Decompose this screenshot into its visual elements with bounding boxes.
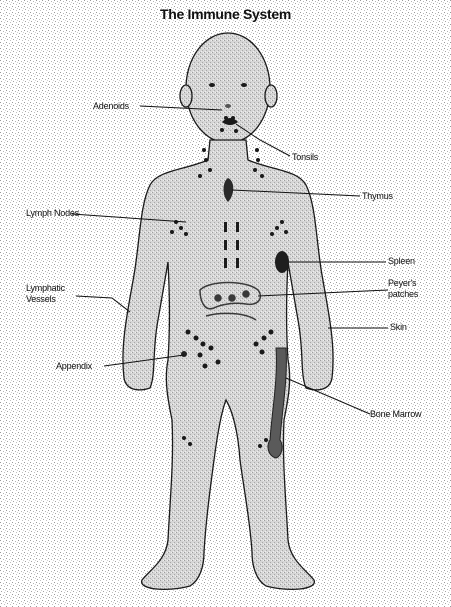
label-skin: Skin bbox=[390, 322, 407, 332]
label-lymph-nodes: Lymph Nodes bbox=[26, 208, 79, 218]
label-tonsils: Tonsils bbox=[292, 152, 318, 162]
head bbox=[186, 33, 270, 143]
label-spleen: Spleen bbox=[388, 256, 415, 266]
left-ear bbox=[180, 85, 192, 107]
label-lymphatic-vessels-line2: Vessels bbox=[26, 294, 56, 304]
label-lymphatic-vessels-line1: Lymphatic bbox=[26, 283, 65, 293]
label-bone-marrow: Bone Marrow bbox=[370, 409, 421, 419]
label-adenoids: Adenoids bbox=[93, 101, 129, 111]
label-appendix: Appendix bbox=[56, 361, 92, 371]
diagram-title: The Immune System bbox=[0, 6, 451, 22]
label-peyers-patches-line1: Peyer's bbox=[388, 278, 416, 288]
spleen-organ bbox=[275, 251, 289, 273]
label-peyers-patches-line2: patches bbox=[388, 289, 418, 299]
right-ear bbox=[265, 85, 277, 107]
appendix-organ bbox=[181, 351, 187, 357]
label-thymus: Thymus bbox=[362, 191, 393, 201]
